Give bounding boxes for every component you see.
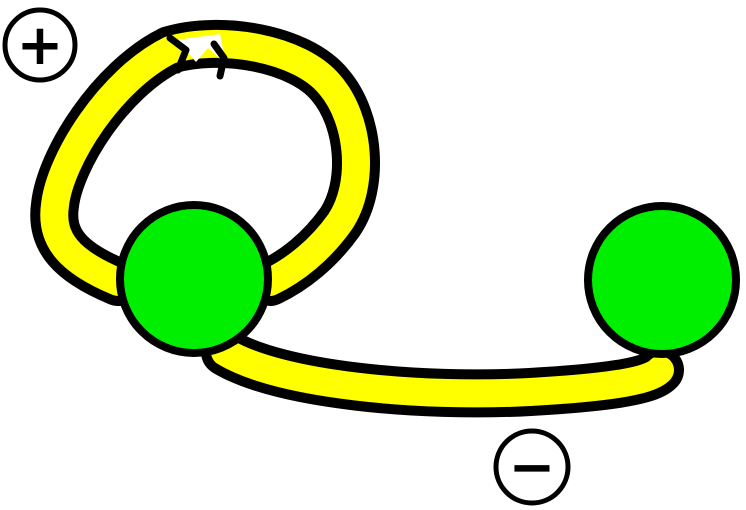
loop-break-edge-left xyxy=(166,34,190,74)
upper-loop-band-fill xyxy=(40,29,370,296)
minus-sign-symbol: − xyxy=(509,435,556,500)
minus-sign: − xyxy=(493,428,571,506)
plus-sign: + xyxy=(2,7,78,83)
plus-sign-circle xyxy=(2,7,78,83)
right-node xyxy=(584,202,740,358)
minus-sign-circle xyxy=(493,428,571,506)
plus-sign-symbol: + xyxy=(17,13,64,78)
left-node xyxy=(116,201,272,357)
loop-break-edge-right xyxy=(210,40,228,80)
upper-loop-band xyxy=(30,19,380,306)
lower-connector-band xyxy=(201,328,684,418)
lower-connector-band-fill xyxy=(211,338,674,408)
